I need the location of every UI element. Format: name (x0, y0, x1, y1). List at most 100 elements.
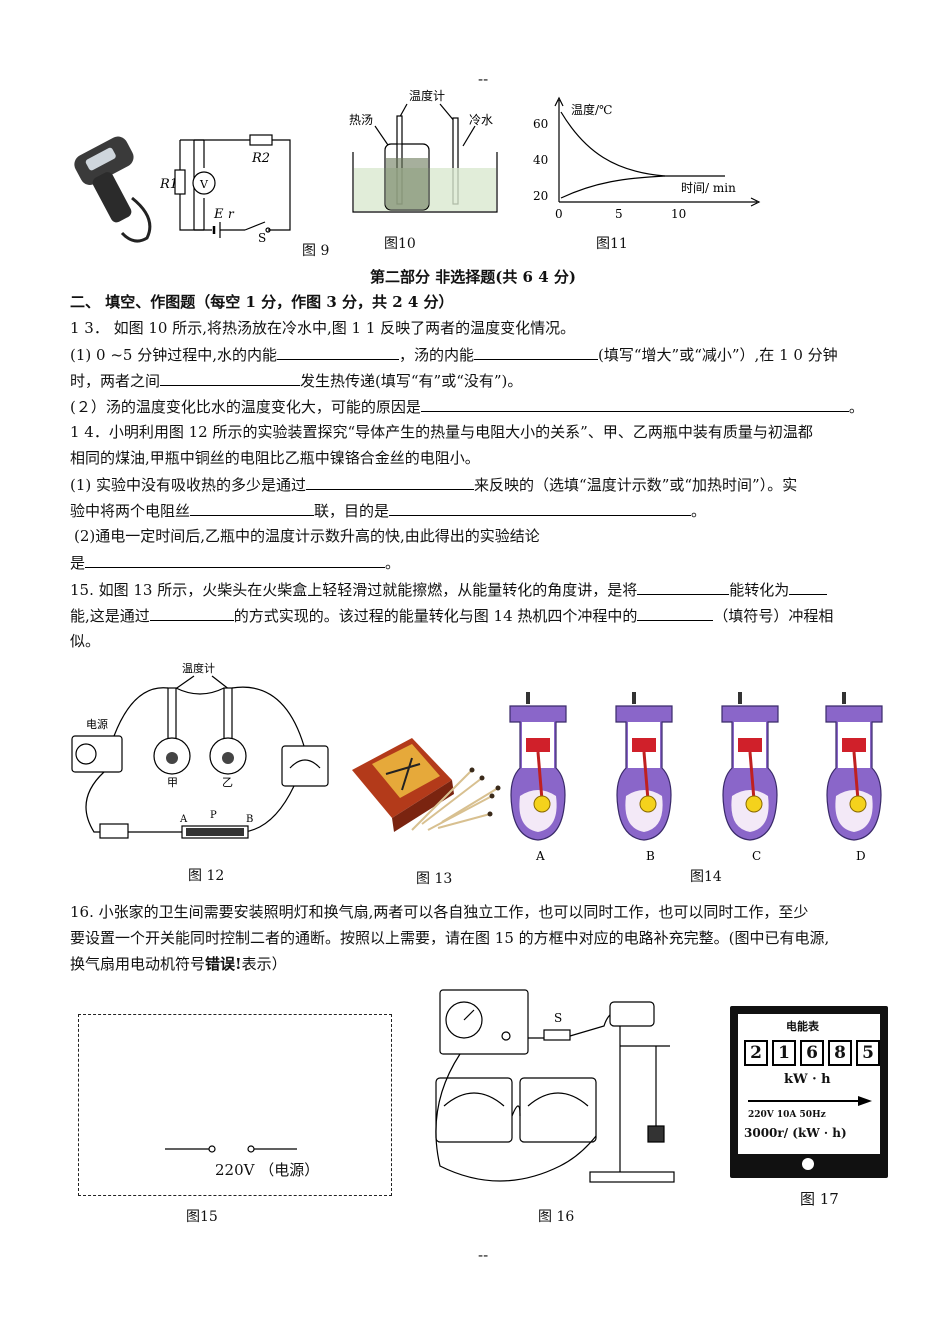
q14-blank-conclusion[interactable] (85, 549, 386, 568)
fig14-stroke-a: A (535, 849, 545, 863)
q13-line3: (２）汤的温度变化比水的温度变化大，可能的原因是 。 (70, 393, 864, 420)
q15-c: 能,这是通过 (70, 607, 150, 625)
figure-12-apparatus: 温度计 电源 甲 乙 A P B (64, 660, 344, 850)
figure-12-caption: 图 12 (188, 868, 225, 884)
figure-9-caption: 图 9 (302, 243, 330, 259)
q14-line2: 验中将两个电阻丝联，目的是。 (70, 497, 706, 524)
fig17-digit: 1 (772, 1040, 796, 1066)
q15-a: 15. 如图 13 所示，火柴头在火柴盒上轻轻滑过就能擦燃，从能量转化的角度讲，… (70, 581, 638, 599)
figure-11-caption: 图11 (596, 236, 628, 252)
figure-14-caption: 图14 (690, 869, 722, 885)
q16-error-ref: 错误! (205, 955, 242, 973)
q13-p2b: 发生热传递(填写“有”或“没有”)。 (300, 372, 523, 390)
q13-p1b: ，汤的内能 (398, 346, 474, 364)
q16-l3a: 换气扇用电动机符号 (70, 955, 206, 973)
fig12-thermometer-label: 温度计 (182, 661, 215, 675)
q13-line1: (1) 0 ~5 分钟过程中,水的内能，汤的内能(填写“增大”或“减小”）,在 … (70, 341, 838, 368)
q14-blank-connection[interactable] (190, 497, 315, 516)
fig10-thermometer-label: 温度计 (409, 88, 445, 103)
q14-p2c: 。 (691, 502, 707, 520)
q14-stem-2: 相同的煤油,甲瓶中铜丝的电阻比乙瓶中镍铬合金丝的电阻小。 (70, 449, 480, 467)
q13-line2: 时，两者之间 发生热传递(填写“有”或“没有”)。 (70, 367, 522, 394)
q13-p3: (２）汤的温度变化比水的温度变化大，可能的原因是 (70, 398, 421, 416)
fig12-a-label: A (179, 814, 188, 825)
q14-line1: (1) 实验中没有吸收热的多少是通过 来反映的（选填“温度计示数”或“加热时间”）… (70, 471, 797, 498)
q15-e: （填符号）冲程相 (713, 607, 834, 625)
q16-line1: 16. 小张家的卫生间需要安装照明灯和换气扇,两者可以各自独立工作，也可以同时工… (70, 903, 809, 921)
q14-p1a: (1) 实验中没有吸收热的多少是通过 (70, 476, 307, 494)
q13-blank-water-energy[interactable] (276, 341, 399, 360)
fig9-e-label: E (213, 207, 224, 222)
q14-p4a: 是 (70, 554, 86, 572)
q14-blank-indicator[interactable] (306, 471, 475, 490)
fig14-stroke-c: C (752, 849, 761, 863)
fig12-power-label: 电源 (86, 717, 108, 731)
fig17-digits: 2 1 6 8 5 (744, 1040, 880, 1066)
fig17-title: 电能表 (786, 1020, 819, 1033)
figure-13-caption: 图 13 (416, 871, 453, 887)
q15-blank-method[interactable] (149, 602, 234, 621)
fig9-voltmeter-label: V (199, 178, 209, 191)
figure-10-caption: 图10 (384, 236, 416, 252)
fig12-b-label: B (246, 814, 253, 825)
fig9-s-label: S (258, 231, 266, 245)
q15-blank-energy-to[interactable] (789, 576, 828, 595)
q15-line1: 15. 如图 13 所示，火柴头在火柴盒上轻轻滑过就能擦燃，从能量转化的角度讲，… (70, 576, 828, 603)
fig11-ytick-60: 60 (533, 117, 548, 131)
fig17-spec: 220V 10A 50Hz (748, 1110, 826, 1120)
figure-15-answer-box[interactable]: 220V （电源） (78, 1014, 392, 1196)
figure-11-chart: 温度/℃ 时间/ min 60 40 20 0 5 10 (525, 92, 765, 222)
fig17-rating: 3000r/ (kW · h) (744, 1126, 847, 1140)
q13-blank-heat-transfer[interactable] (160, 367, 301, 386)
q13-p2a: 时，两者之间 (70, 372, 161, 390)
q15-blank-energy-from[interactable] (637, 576, 730, 595)
fig17-digit: 2 (744, 1040, 768, 1066)
fig12-yi-label: 乙 (222, 776, 233, 789)
fig16-switch-label: S (554, 1011, 562, 1025)
part-heading: 第二部分 非选择题(共 6 4 分) (370, 268, 576, 286)
fig11-ytick-20: 20 (533, 189, 548, 203)
fig17-digit: 6 (800, 1040, 824, 1066)
fig14-stroke-d: D (856, 849, 866, 863)
figure-13-matchbox (342, 718, 502, 848)
section-heading: 二、 填空、作图题（每空 1 分，作图 3 分，共 2 4 分） (70, 293, 454, 311)
fig14-stroke-b: B (646, 849, 655, 863)
q13-p1c: (填写“增大”或“减小”）,在 1 0 分钟 (598, 346, 838, 364)
fig11-xlabel: 时间/ min (681, 181, 736, 195)
fig11-ylabel: 温度/℃ (571, 102, 612, 117)
figure-16-apparatus: S (420, 986, 690, 1196)
q13-blank-reason[interactable] (420, 393, 849, 412)
q16-line3: 换气扇用电动机符号错误!表示） (70, 951, 287, 977)
q15-blank-stroke[interactable] (637, 602, 714, 621)
q15-b: 能转化为 (729, 581, 790, 599)
figure-14-engine-strokes: A B C D (500, 688, 910, 868)
q14-line3: (2)通电一定时间后,乙瓶中的温度计示数升高的快,由此得出的实验结论 (74, 527, 540, 545)
fig11-xtick-0: 0 (555, 207, 563, 221)
figure-17-caption: 图 17 (800, 1190, 839, 1208)
fig12-p-label: P (210, 810, 217, 821)
q15-d: 的方式实现的。该过程的能量转化与图 14 热机四个冲程中的 (233, 607, 638, 625)
q13-p3end: 。 (848, 398, 864, 416)
figure-15-caption: 图15 (186, 1209, 218, 1225)
q14-blank-purpose[interactable] (389, 497, 692, 516)
q14-p2b: 联，目的是 (314, 502, 390, 520)
fig9-r1-label: R1 (160, 177, 178, 192)
q15-line2: 能,这是通过 的方式实现的。该过程的能量转化与图 14 热机四个冲程中的 （填符号）… (70, 602, 833, 629)
fig17-digit: 8 (828, 1040, 852, 1066)
page-bottom-mark: -- (478, 1246, 489, 1264)
q16-l3c: 表示） (241, 955, 287, 973)
figure-17-energy-meter: 电能表 2 1 6 8 5 kW · h 220V 10A 50Hz 3000r… (730, 1006, 888, 1178)
fig11-xtick-10: 10 (671, 207, 686, 221)
q15-line3: 似。 (70, 632, 101, 650)
fig11-ytick-40: 40 (533, 153, 548, 167)
fig17-digit: 5 (856, 1040, 880, 1066)
figure-16-caption: 图 16 (538, 1209, 575, 1225)
q14-stem-1: 1 4．小明利用图 12 所示的实验装置探究“导体产生的热量与电阻大小的关系”、… (70, 423, 813, 441)
fig17-screw (802, 1158, 814, 1170)
q13-blank-soup-energy[interactable] (474, 341, 598, 360)
fig9-r2-label: R2 (251, 151, 270, 166)
page-top-mark: -- (478, 70, 489, 88)
fig9-r-label: r (228, 207, 235, 221)
q14-p1b: 来反映的（选填“温度计示数”或“加热时间”）。实 (474, 476, 798, 494)
q16-line2: 要设置一个开关能同时控制二者的通断。按照以上需要，请在图 15 的方框中对应的电… (70, 929, 830, 947)
